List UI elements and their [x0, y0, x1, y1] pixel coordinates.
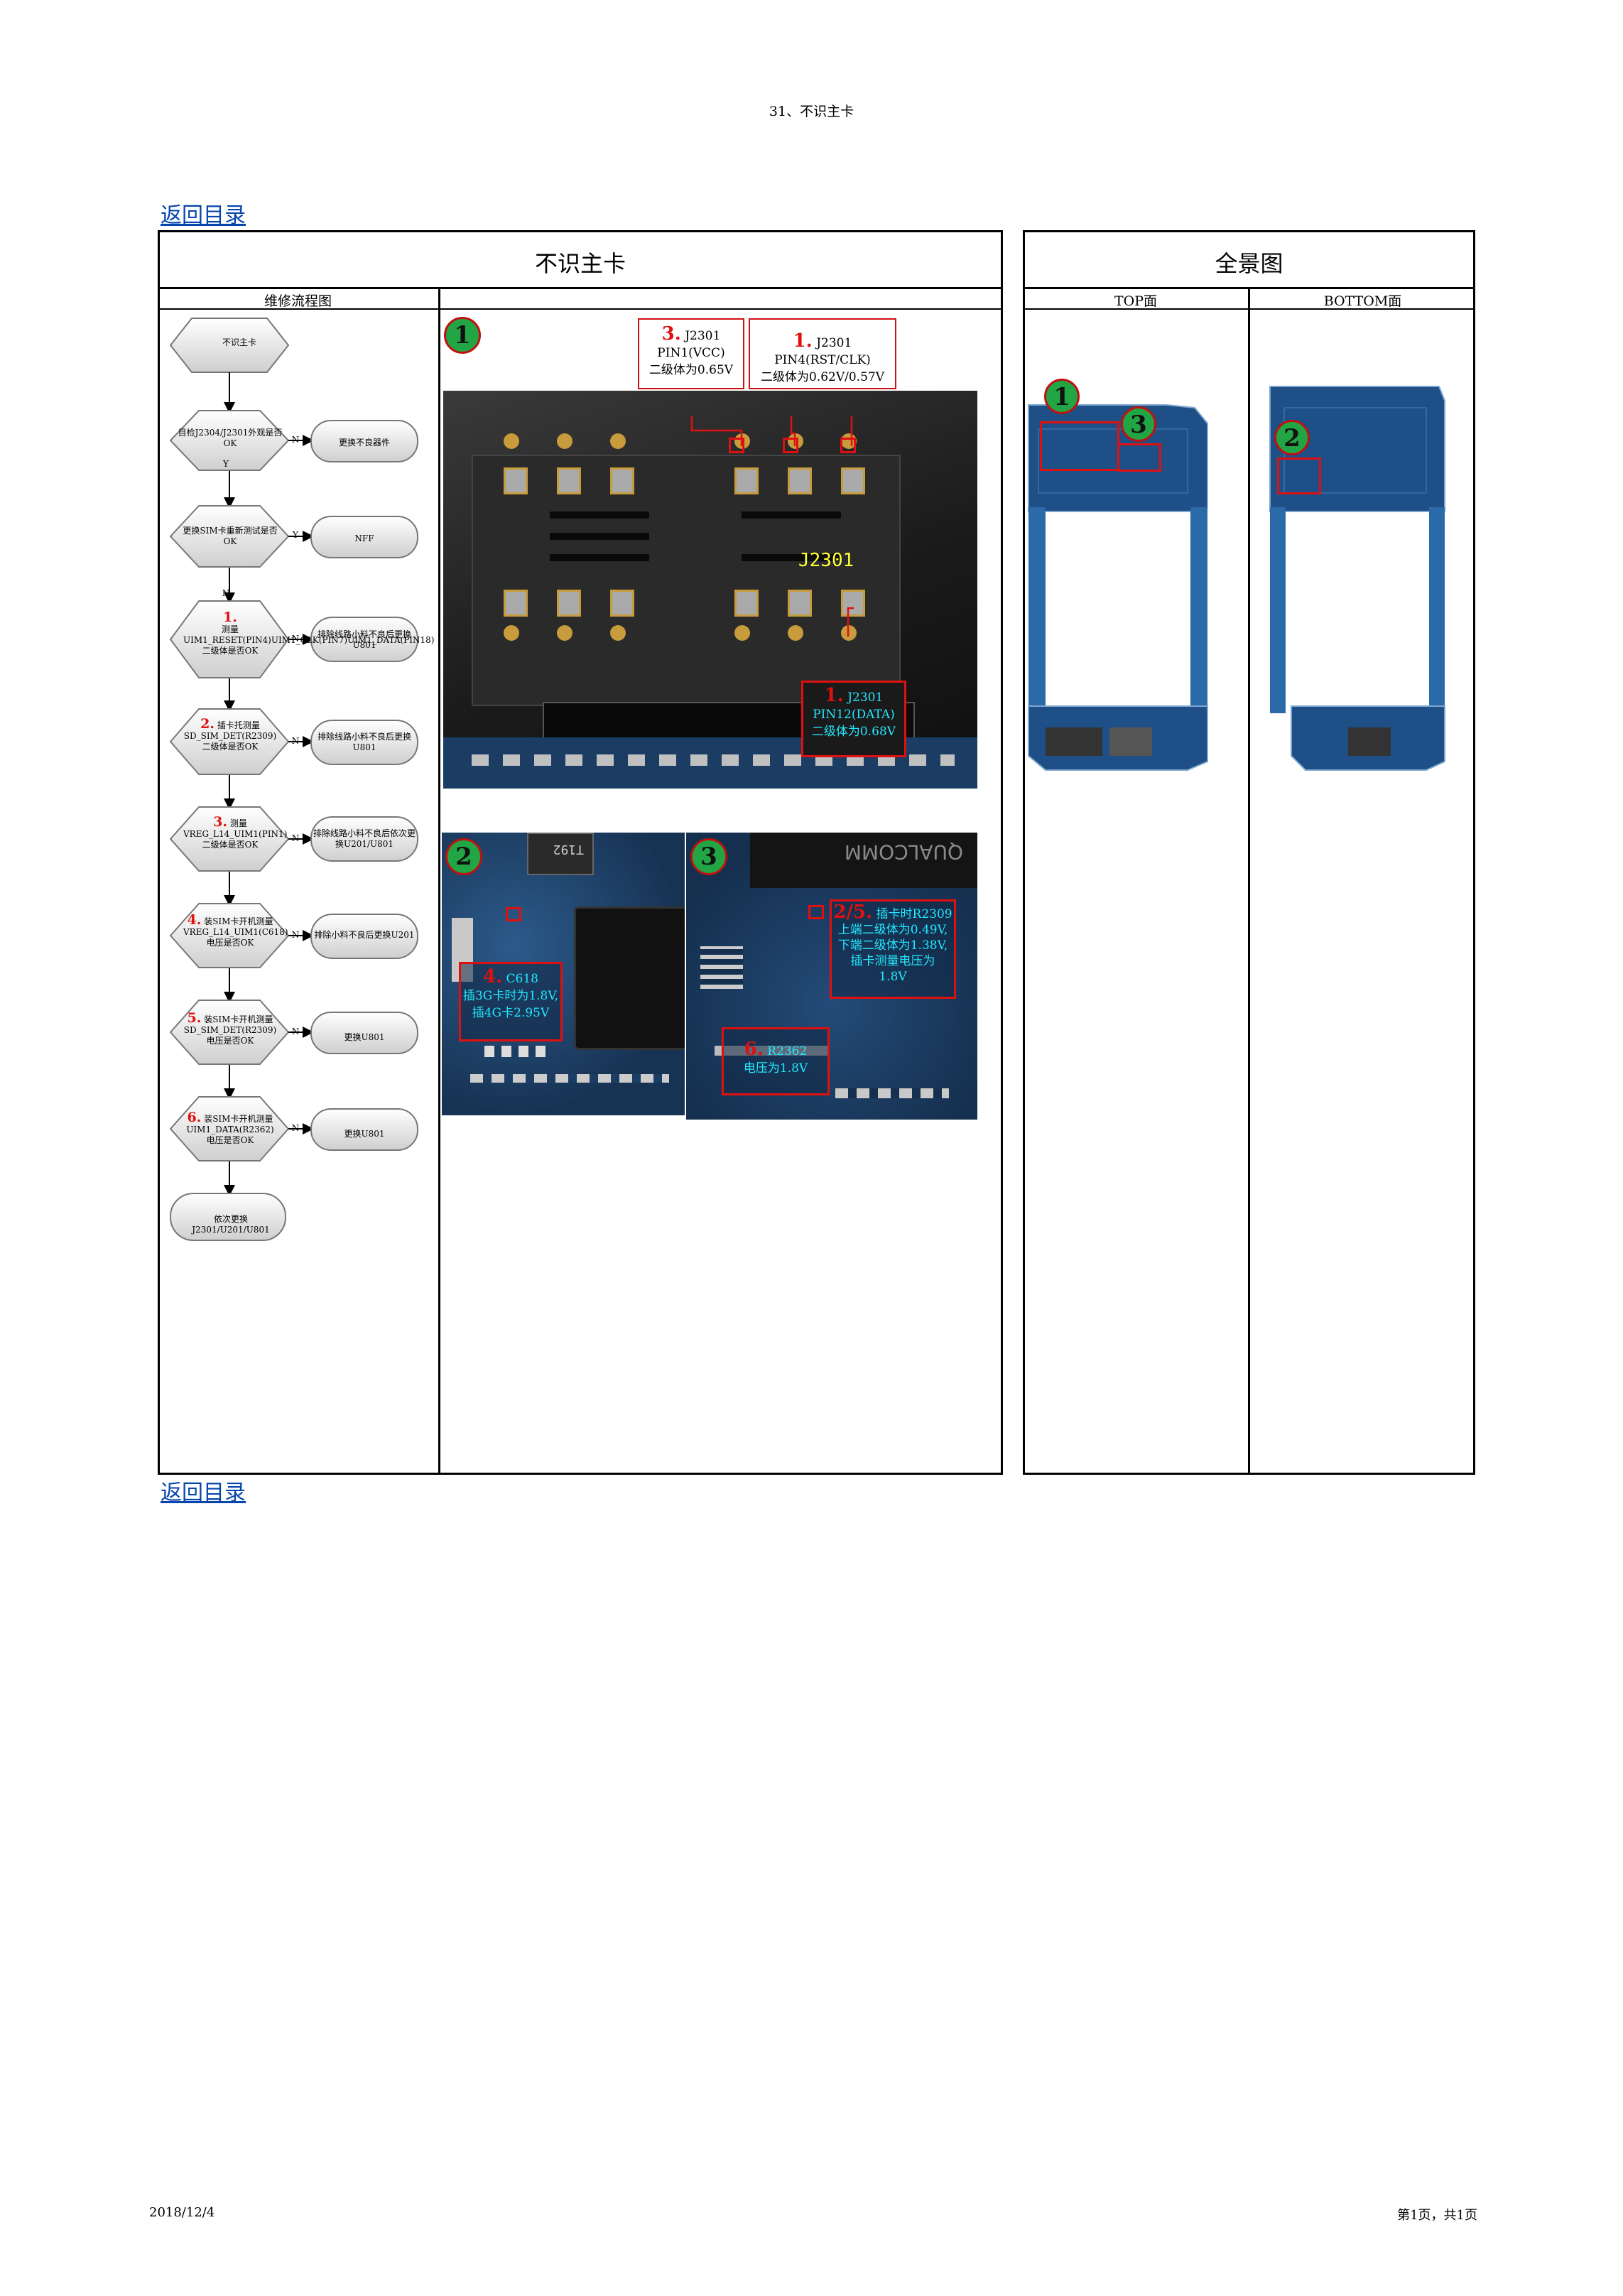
flow-step-1-branch: N [291, 435, 300, 445]
flowchart-column-header: 维修流程图 [264, 293, 332, 309]
flow-step-5-action: 排除线路小料不良后依次更换U201/U801 [313, 828, 416, 849]
flow-end: 依次更换J2301/U201/U801 [192, 1214, 270, 1235]
chip-marking: T192 [553, 842, 584, 857]
flow-step-3-branch: N [291, 634, 300, 644]
flow-step-5-question: 3. 测量VREG_L14_UIM1(PIN1)二级体是否OK [183, 814, 288, 850]
flow-step-6-question: 4. 装SIM卡开机测量VREG_L14_UIM1(C618)电压是否OK [183, 912, 288, 948]
flow-step-8-action: 更换U801 [344, 1129, 385, 1139]
flow-start-shape [169, 318, 290, 373]
top-area-1-highlight [1040, 421, 1119, 471]
bottom-side-column-header: BOTTOM面 [1323, 293, 1402, 309]
flow-step-6-action: 排除小料不良后更换U201 [314, 930, 415, 940]
left-table [158, 230, 1003, 1475]
flow-step-5-branch: N [291, 833, 300, 843]
flow-step-5-number: 3. [213, 814, 227, 830]
flow-step-2-question: 更换SIM卡重新测试是否OK [183, 526, 278, 546]
flow-step-3-question: 1. 测量UIM1_RESET(PIN4)UIM1_CLK(PIN7)UIM1_… [183, 610, 435, 656]
flow-step-6-number: 4. [187, 912, 202, 928]
divider [158, 308, 1003, 310]
overview-badge-3: 3 [1121, 406, 1156, 442]
flow-step-2-branch: Y [293, 530, 298, 540]
footer-date: 2018/12/4 [149, 2205, 215, 2220]
pin-highlight [783, 438, 798, 453]
flow-start: 不识主卡 [222, 337, 256, 347]
flow-step-7-number: 5. [187, 1010, 202, 1026]
flow-step-3-action: 排除线路小料不良后更换U801 [317, 629, 411, 650]
page-header: 31、不识主卡 [769, 104, 854, 119]
flow-step-2-action: NFF [354, 534, 374, 543]
flow-step-1-question: 目检J2304/J2301外观是否OK [178, 428, 283, 448]
flow-yes-label: Y [223, 459, 229, 469]
divider [438, 287, 440, 1475]
flowchart [169, 318, 418, 1241]
pin-highlight [729, 438, 744, 453]
pin-highlight [840, 438, 856, 453]
overview-badge-1: 1 [1044, 379, 1080, 414]
chip-label-j2301: J2301 [798, 550, 854, 571]
flow-step-7-question: 5. 装SIM卡开机测量SD_SIM_DET(R2309)电压是否OK [183, 1010, 277, 1046]
photo1-badge: 1 [444, 317, 481, 354]
divider [158, 287, 1003, 289]
callout-r2309: 2/5. 插卡时R2309 上端二级体为0.49V, 下端二级体为1.38V, … [830, 899, 956, 999]
c618-highlight [506, 907, 521, 921]
divider [1248, 287, 1250, 1475]
silk-text: QUALCOMM [844, 840, 963, 864]
flow-step-8-branch: N [291, 1123, 300, 1133]
back-to-contents-link[interactable]: 返回目录 [161, 1480, 246, 1505]
top-side-board [1028, 404, 1208, 771]
top-area-3-highlight [1117, 443, 1161, 472]
photo2-badge: 2 [445, 838, 482, 875]
callout-j2301-pin12-data: 1. J2301 PIN12(DATA) 二级体为0.68V [801, 681, 906, 757]
bottom-side-board [1269, 386, 1445, 771]
photo3-badge: 3 [690, 838, 727, 875]
overview-badge-2: 2 [1274, 420, 1310, 455]
flow-step-4-question: 2. 插卡托测量SD_SIM_DET(R2309)二级体是否OK [183, 716, 277, 752]
flow-step-4-action: 排除线路小料不良后更换U801 [317, 732, 411, 752]
flow-no-label: N [222, 588, 230, 598]
r2309-highlight [808, 905, 824, 919]
flow-step-3-number: 1. [223, 610, 237, 625]
flow-step-4-number: 2. [200, 716, 215, 732]
right-table-title: 全景图 [1215, 250, 1283, 277]
callout-c618: 4. C618 插3G卡时为1.8V, 插4G卡2.95V [459, 962, 563, 1041]
flow-step-7-action: 更换U801 [344, 1032, 385, 1042]
flow-step-6-branch: N [291, 930, 300, 940]
bottom-area-2-highlight [1277, 457, 1321, 494]
callout-j2301-pin1-vcc: 3. J2301 PIN1(VCC) 二级体为0.65V [638, 318, 744, 389]
top-side-column-header: TOP面 [1114, 293, 1158, 309]
flow-step-4-branch: N [291, 736, 300, 746]
left-table-title: 不识主卡 [534, 250, 626, 277]
flow-step-7-branch: N [291, 1027, 300, 1036]
flow-step-1-action: 更换不良器件 [338, 438, 390, 448]
flow-step-8-number: 6. [187, 1110, 202, 1125]
callout-r2362: 6. R2362 电压为1.8V [722, 1027, 830, 1095]
callout-j2301-pin4-rst-clk: 1. J2301 PIN4(RST/CLK) 二级体为0.62V/0.57V [749, 318, 896, 389]
flow-step-8-question: 6. 装SIM卡开机测量UIM1_DATA(R2362)电压是否OK [186, 1110, 274, 1146]
back-to-contents-link[interactable]: 返回目录 [161, 203, 246, 228]
footer-page-number: 第1页，共1页 [1397, 2208, 1477, 2223]
